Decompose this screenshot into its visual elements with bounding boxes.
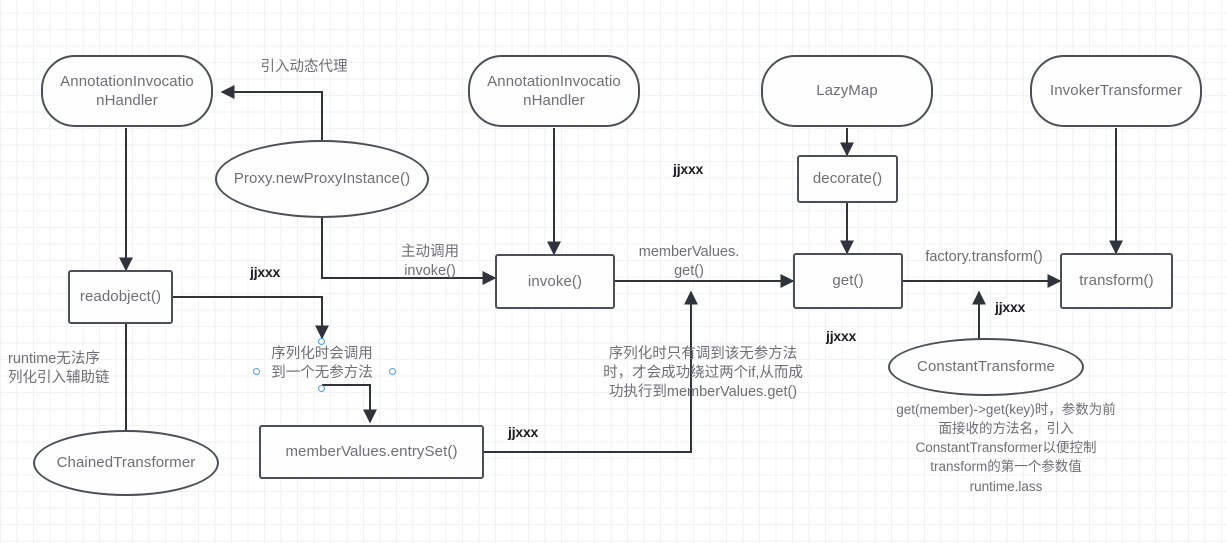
node-label: transform() — [1079, 272, 1154, 290]
node-label: memberValues.entrySet() — [285, 443, 458, 461]
node-label: AnnotationInvocatio nHandler — [487, 72, 621, 109]
annotation-serialize-bypass: 序列化时只有调到该无参方法 时，才会成功绕过两个if,从而成 功执行到membe… — [603, 346, 803, 400]
annotation-constant-note: get(member)->get(key)时，参数为前 面接收的方法名，引入 C… — [896, 402, 1116, 494]
node-label: InvokerTransformer — [1049, 82, 1183, 100]
node-label: LazyMap — [816, 82, 878, 100]
node-label: ConstantTransforme — [917, 358, 1055, 376]
selection-handle-left[interactable] — [253, 368, 260, 375]
node-label: readobject() — [79, 288, 162, 306]
node-get[interactable]: get() — [793, 253, 903, 309]
node-annotation-invocation-handler-mid[interactable]: AnnotationInvocatio nHandler — [468, 55, 640, 127]
node-readobject[interactable]: readobject() — [68, 270, 173, 324]
edge-readobject-to-note — [173, 296, 329, 340]
node-label: invoke() — [527, 272, 583, 290]
node-label: ChainedTransformer — [56, 454, 196, 472]
node-label: decorate() — [812, 170, 883, 188]
selection-handle-right[interactable] — [389, 368, 396, 375]
edge-label-jjxxx-1: jjxxx — [250, 264, 281, 280]
node-proxy-new-proxy-instance[interactable]: Proxy.newProxyInstance() — [215, 140, 429, 218]
node-lazymap[interactable]: LazyMap — [761, 55, 933, 127]
edge-note-to-entryset — [322, 384, 377, 424]
edge-label-jjxxx-4: jjxxx — [826, 328, 857, 344]
edge-label-jjxxx-5: jjxxx — [995, 299, 1026, 315]
selection-handle-bottom[interactable] — [318, 385, 325, 392]
node-label: get() — [832, 272, 864, 290]
annotation-serialize-noarg: 序列化时会调用 到一个无参方法 — [271, 346, 373, 381]
node-constant-transformer[interactable]: ConstantTransforme — [888, 338, 1084, 396]
node-label: Proxy.newProxyInstance() — [233, 170, 411, 188]
edge-label-jjxxx-2: jjxxx — [673, 161, 704, 177]
node-invoker-transformer[interactable]: InvokerTransformer — [1030, 55, 1202, 127]
edge-label-jjxxx-3: jjxxx — [508, 424, 539, 440]
edge-label-factory-transform: factory.transform() — [925, 249, 1043, 265]
edge-label-dynamic-proxy: 引入动态代理 — [260, 59, 348, 75]
node-decorate[interactable]: decorate() — [797, 155, 898, 203]
edge-label-active-invoke: 主动调用 invoke() — [401, 244, 459, 279]
node-chained-transformer[interactable]: ChainedTransformer — [33, 430, 219, 496]
selection-handle-top[interactable] — [318, 338, 325, 345]
node-member-values-entryset[interactable]: memberValues.entrySet() — [259, 425, 484, 479]
node-annotation-invocation-handler-left[interactable]: AnnotationInvocatio nHandler — [41, 55, 213, 127]
annotation-runtime-chain: runtime无法序 列化引入辅助链 — [8, 351, 110, 386]
node-transform[interactable]: transform() — [1060, 253, 1173, 309]
edge-label-member-values-get: memberValues. get() — [638, 244, 740, 279]
node-label: AnnotationInvocatio nHandler — [60, 72, 194, 109]
node-invoke[interactable]: invoke() — [495, 254, 615, 309]
